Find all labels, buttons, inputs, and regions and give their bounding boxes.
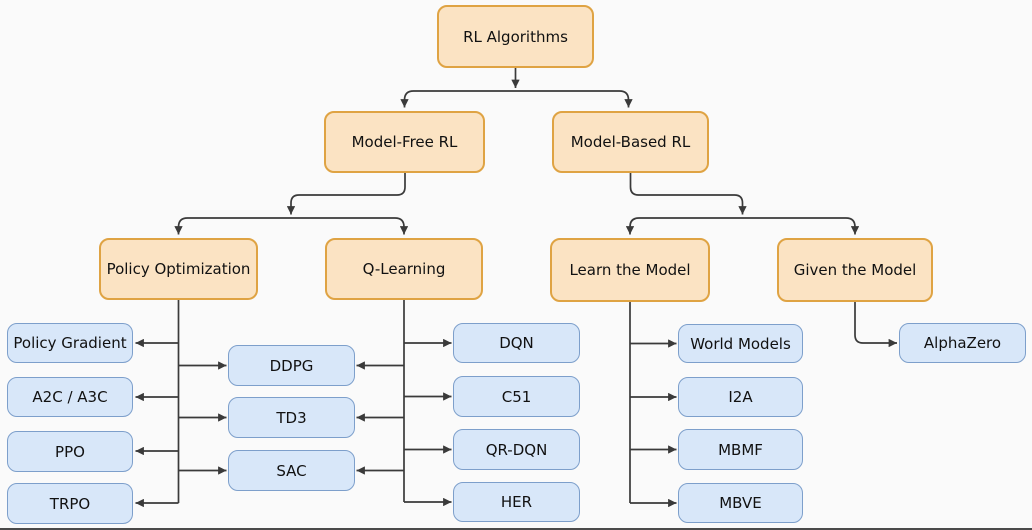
edge-bracket2-left (174, 217, 291, 235)
node-world-models: World Models (678, 324, 803, 363)
edge-bracket3-left (625, 217, 743, 235)
node-mbmf: MBMF (678, 429, 803, 470)
edge-bracket1-right (515, 90, 633, 108)
node-q-learning: Q-Learning (325, 238, 483, 300)
edge-level2-to-level3 (174, 173, 860, 235)
node-c51: C51 (453, 376, 580, 417)
node-model-based-rl: Model-Based RL (552, 111, 709, 173)
node-a2c-a3c: A2C / A3C (7, 377, 133, 417)
node-trpo: TRPO (7, 483, 133, 524)
node-given-the-model: Given the Model (777, 238, 933, 302)
node-ppo: PPO (7, 431, 133, 472)
bottom-edge-line (0, 528, 1032, 530)
edge-root-to-level2 (400, 68, 633, 108)
node-model-free-rl: Model-Free RL (324, 111, 485, 173)
node-policy-gradient: Policy Gradient (7, 323, 133, 363)
node-ddpg: DDPG (228, 345, 355, 386)
edges-given-the-model (854, 302, 897, 348)
edge-bracket1-left (400, 90, 516, 108)
node-policy-optimization: Policy Optimization (99, 238, 258, 300)
node-td3: TD3 (228, 397, 355, 438)
edge-stem-model-based (629, 173, 747, 215)
node-her: HER (453, 482, 580, 522)
node-learn-the-model: Learn the Model (550, 238, 710, 302)
edge-stem-model-free (286, 173, 406, 215)
node-i2a: I2A (678, 377, 803, 417)
edge-to-alphazero (854, 302, 897, 348)
edge-bracket3-right (742, 217, 860, 235)
edge-bracket2-right (291, 217, 409, 235)
edges-q-learning (356, 300, 452, 507)
node-mbve: MBVE (678, 483, 803, 523)
node-rl-algorithms: RL Algorithms (437, 5, 594, 68)
node-dqn: DQN (453, 323, 580, 363)
node-qr-dqn: QR-DQN (453, 429, 580, 470)
node-alphazero: AlphaZero (899, 323, 1026, 363)
edges-learn-the-model (629, 302, 677, 508)
node-sac: SAC (228, 450, 355, 491)
edges-policy-optimization (135, 300, 227, 508)
